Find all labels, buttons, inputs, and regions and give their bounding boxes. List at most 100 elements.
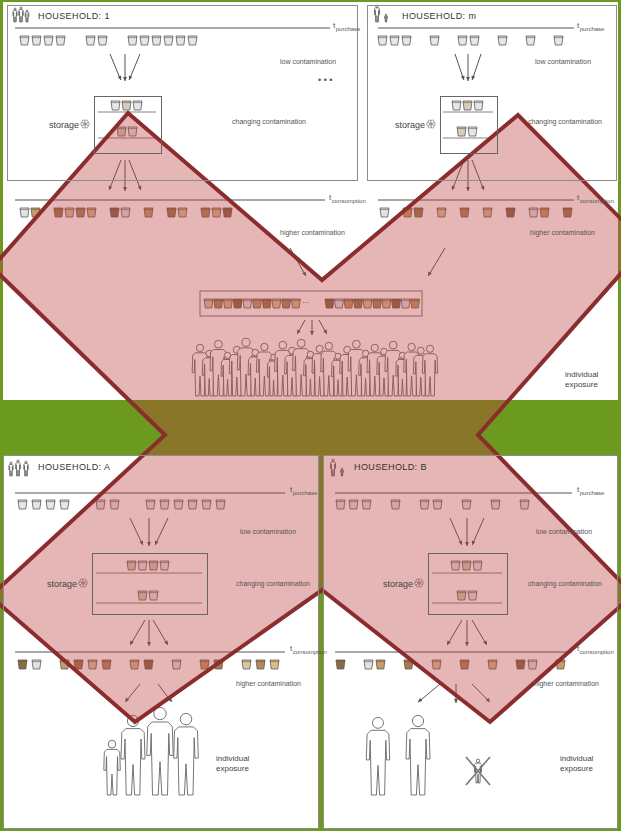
arrow-head: [118, 76, 122, 81]
cup-rim: [98, 37, 107, 38]
household-icon: [16, 463, 21, 476]
cup-rim: [152, 37, 161, 38]
household-icon: [9, 464, 13, 476]
household-box: HOUSEHOLD: B storage: [323, 455, 618, 829]
storage-label: storage: [395, 120, 425, 130]
cup-rim: [452, 102, 461, 103]
cup-rim: [457, 128, 466, 129]
cup-icon: [122, 101, 131, 110]
cup-rim: [498, 37, 507, 38]
cup-rim: [20, 209, 29, 210]
adult-figure: [147, 722, 173, 795]
flow-arrow: [129, 54, 140, 80]
cup-icon: [463, 101, 472, 110]
cup-icon: [188, 36, 197, 45]
cup-rim: [378, 37, 387, 38]
storage-box: storage: [428, 553, 508, 615]
annotation-label: higher contamination: [236, 680, 301, 688]
household-icon: [25, 12, 29, 22]
annotation-label: ...: [302, 297, 309, 306]
cup-rim: [380, 209, 389, 210]
exposure-label: individual exposure: [216, 754, 268, 773]
annotation-label: higher contamination: [280, 229, 345, 237]
cup-rim: [86, 37, 95, 38]
annotation-label: t: [577, 486, 579, 495]
annotation-label: changing contamination: [528, 118, 602, 126]
cup-icon: [46, 500, 55, 509]
cup-rim: [111, 102, 120, 103]
cup-icon: [32, 660, 41, 669]
arrow-head: [418, 698, 422, 702]
red-x: [0, 113, 621, 722]
cup-icon: [18, 500, 27, 509]
household-icon: [10, 462, 12, 464]
cup-rim: [554, 37, 563, 38]
arrow-head: [472, 76, 476, 81]
time-subscript: purchase: [580, 490, 605, 497]
cup-icon: [60, 500, 69, 509]
child-figure: [104, 749, 121, 795]
cup-icon: [152, 36, 161, 45]
cup-icon: [18, 660, 27, 669]
annotation-label: low contamination: [535, 58, 591, 66]
adult-figure: [121, 729, 145, 795]
cup-rim: [390, 37, 399, 38]
cup-rim: [474, 102, 483, 103]
cup-icon: [364, 660, 373, 669]
cup-icon: [176, 36, 185, 45]
annotation-label: low contamination: [280, 58, 336, 66]
flow-arrow: [472, 54, 481, 80]
shelf-line: [443, 112, 493, 113]
cup-icon: [242, 660, 251, 669]
household-box: HOUSEHOLD: 1storage: [7, 5, 358, 181]
annotation-label: changing contamination: [232, 118, 306, 126]
cup-icon: [468, 127, 477, 136]
cup-rim: [402, 37, 411, 38]
cup-rim: [176, 37, 185, 38]
flow-arrow: [110, 54, 121, 80]
adult-figure: [406, 729, 430, 795]
exposure-label: individual exposure: [560, 754, 612, 773]
arrow-head: [129, 76, 133, 81]
household-title: HOUSEHOLD: B: [354, 462, 427, 472]
timeline: [15, 28, 330, 29]
household-icon: [17, 460, 19, 462]
cup-icon: [86, 36, 95, 45]
cup-icon: [498, 36, 507, 45]
cup-rim: [430, 37, 439, 38]
cup-icon: [402, 36, 411, 45]
household-icon: [20, 7, 22, 9]
household-icon: [26, 10, 28, 12]
cup-rim: [44, 37, 53, 38]
cup-icon: [378, 36, 387, 45]
cup-icon: [554, 36, 563, 45]
flow-arrow: [455, 54, 464, 80]
adult-figure: [366, 730, 389, 795]
exposure-label: individual exposure: [565, 370, 615, 389]
cup-icon: [452, 101, 461, 110]
annotation-label: t: [329, 194, 331, 203]
cup-rim: [128, 37, 137, 38]
cup-icon: [457, 127, 466, 136]
cup-rim: [470, 37, 479, 38]
cup-rim: [18, 661, 27, 662]
cup-rim: [242, 661, 251, 662]
annotation-label: t: [290, 486, 292, 495]
cup-icon: [20, 208, 29, 217]
annotation-label: t: [333, 22, 335, 31]
cup-icon: [128, 36, 137, 45]
cup-icon: [133, 101, 142, 110]
annotation-label: • • •: [318, 76, 332, 86]
household-title: HOUSEHOLD: A: [38, 462, 110, 472]
cup-icon: [20, 36, 29, 45]
annotation-label: higher contamination: [530, 229, 595, 237]
cup-rim: [336, 661, 345, 662]
storage-label: storage: [47, 579, 77, 589]
child-figure: [108, 740, 116, 748]
storage-flower: [84, 123, 87, 126]
cup-rim: [188, 37, 197, 38]
annotation-label: t: [577, 645, 579, 654]
household-title: HOUSEHOLD: 1: [38, 11, 110, 21]
storage-box: storage: [440, 96, 498, 154]
